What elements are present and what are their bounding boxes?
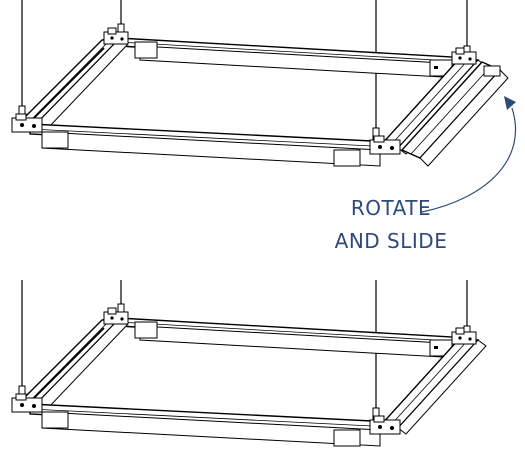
callout-slide-text: AND SLIDE [334, 229, 448, 253]
callout-rotate-text: ROTATE [350, 196, 432, 220]
sliding-rail [400, 61, 509, 167]
arrow-head-icon [504, 96, 516, 110]
rotate-arrow [421, 107, 517, 213]
frame-after-view [11, 279, 487, 447]
frame-before-view [11, 0, 509, 167]
